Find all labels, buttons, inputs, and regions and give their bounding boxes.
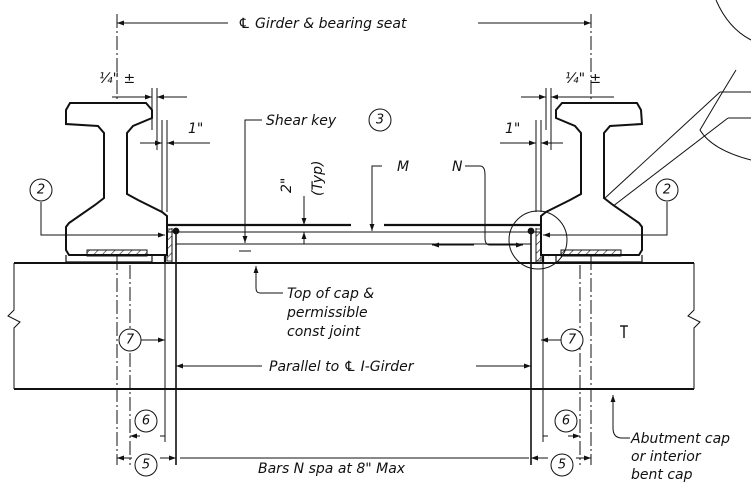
top-of-cap-leader: [253, 266, 283, 294]
abutment-leader: [610, 395, 630, 439]
two-inch-label: 2": [279, 178, 295, 193]
top-of-cap-label-1: Top of cap &: [287, 286, 374, 302]
callout-3-circle: [368, 108, 392, 132]
i-girder-right: [540, 102, 644, 256]
dimension-6-right: [542, 263, 580, 442]
callout-7-left-circle: [118, 328, 142, 352]
callout-2-left-number: 2: [37, 183, 45, 198]
callout-5-left-circle: [134, 453, 158, 477]
bent-cap-beam: [7, 262, 701, 390]
shear-key-label: Shear key: [266, 113, 337, 129]
cl-girder-bearing-label: ℄ Girder & bearing seat: [238, 16, 407, 32]
abutment-label-3: bent cap: [631, 467, 693, 483]
callout-7-left-number: 7: [126, 333, 135, 348]
callout-2-right-circle: [655, 178, 679, 202]
gap-dimension-left: [112, 88, 210, 212]
detail-circle-joint: [508, 210, 568, 270]
cap-section-marker: [620, 325, 628, 338]
parallel-label: Parallel to ℄ I-Girder: [269, 359, 415, 375]
one-inch-label-left: 1": [188, 121, 203, 137]
dimension-6-left: [130, 263, 166, 442]
callout-2-right-leader: [543, 202, 668, 238]
two-inch-dimension: [295, 196, 315, 244]
bearing-pad-right: [560, 249, 622, 257]
one-inch-label-right: 1": [505, 121, 520, 137]
centerlines: [116, 14, 592, 465]
callout-2-left-circle: [29, 178, 53, 202]
n-label: N: [452, 159, 463, 175]
top-of-cap-label-3: const joint: [287, 324, 361, 340]
callout-7-right-circle: [560, 328, 584, 352]
callout-6-right-circle: [554, 409, 578, 433]
shear-key-leader: [239, 119, 262, 252]
callout-5-right-number: 5: [558, 458, 566, 473]
abutment-label-1: Abutment cap: [630, 431, 730, 447]
abutment-label-2: or interior: [631, 449, 702, 465]
bearing-pad-left: [86, 249, 148, 257]
callout-2-left-leader: [40, 202, 165, 238]
callout-6-left-number: 6: [142, 414, 150, 429]
bars-n-label: Bars N spa at 8" Max: [258, 461, 406, 477]
quarter-inch-label-right: ¼" ±: [565, 71, 601, 87]
callout-5-left-number: 5: [142, 458, 150, 473]
n-leader: [432, 165, 523, 248]
callout-7-right-number: 7: [568, 333, 577, 348]
callout-6-right-number: 6: [562, 414, 570, 429]
typ-label: (Typ): [310, 161, 326, 196]
callout-6-left-circle: [134, 409, 158, 433]
quarter-inch-label-left: ¼" ±: [99, 71, 135, 87]
reinforcing-bars: [172, 227, 535, 465]
gap-dimension-right: [500, 88, 614, 212]
top-of-cap-label-2: permissible: [286, 305, 368, 321]
callout-5-right-circle: [550, 453, 574, 477]
m-leader: [369, 165, 382, 231]
callout-3-number: 3: [376, 113, 384, 128]
callout-2-right-number: 2: [663, 183, 671, 198]
m-label: M: [397, 159, 409, 175]
